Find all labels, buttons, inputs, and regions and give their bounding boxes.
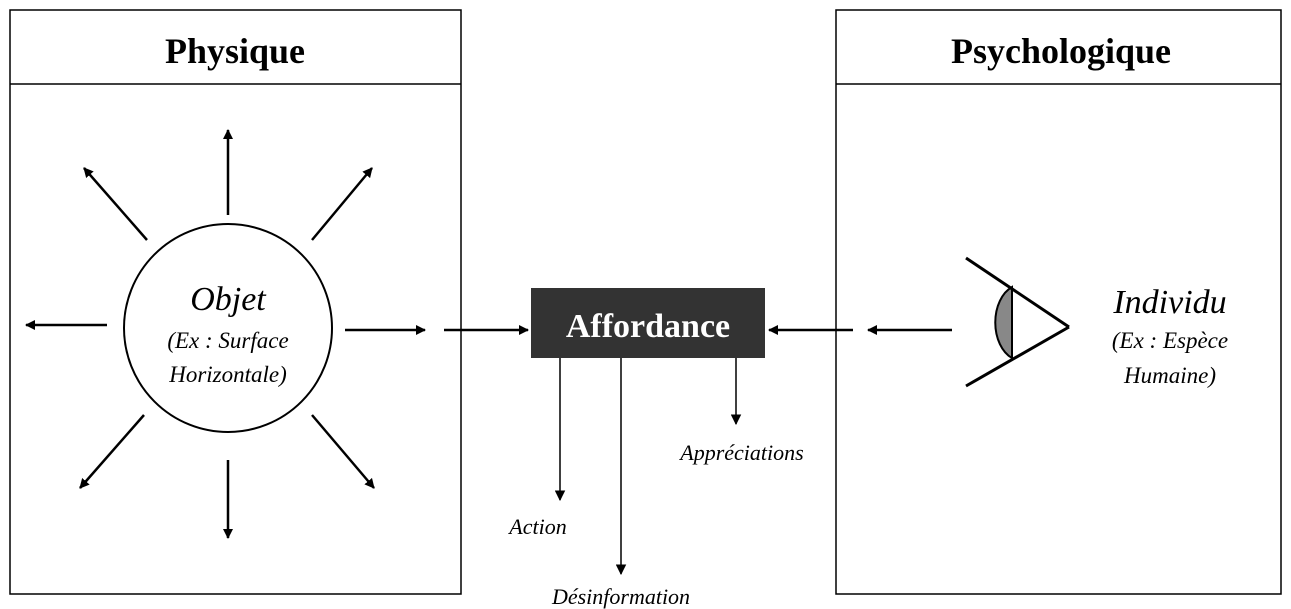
individu-title: Individu: [1112, 284, 1226, 321]
radiating-arrows: [25, 129, 426, 539]
arrow-up-right: [311, 167, 373, 241]
physique-panel: Physique: [9, 9, 462, 595]
arrow-up-left: [83, 167, 148, 241]
outcome-arrows: [554, 358, 742, 576]
arrow-down-left: [79, 414, 145, 489]
psychologique-panel: Psychologique: [835, 9, 1282, 595]
physique-title: Physique: [165, 31, 305, 71]
affordance-label: Affordance: [566, 308, 730, 345]
outcome-action: Action: [507, 514, 566, 539]
objet-example-line2: Horizontale): [168, 362, 287, 387]
arrow-down-right: [311, 414, 375, 489]
individu-example-line1: (Ex : Espèce: [1112, 328, 1228, 353]
individu-example-line2: Humaine): [1123, 363, 1216, 388]
objet-example-line1: (Ex : Surface: [167, 328, 288, 353]
outcome-appreciations: Appréciations: [678, 440, 803, 465]
outcome-desinformation: Désinformation: [551, 584, 690, 609]
objet-node: Objet (Ex : Surface Horizontale): [123, 223, 333, 433]
affordance-node: Affordance: [531, 288, 765, 358]
eye-icon: [965, 256, 1070, 388]
psychologique-title: Psychologique: [951, 31, 1171, 71]
individu-node: Individu (Ex : Espèce Humaine): [1112, 284, 1228, 388]
objet-title: Objet: [190, 281, 267, 318]
